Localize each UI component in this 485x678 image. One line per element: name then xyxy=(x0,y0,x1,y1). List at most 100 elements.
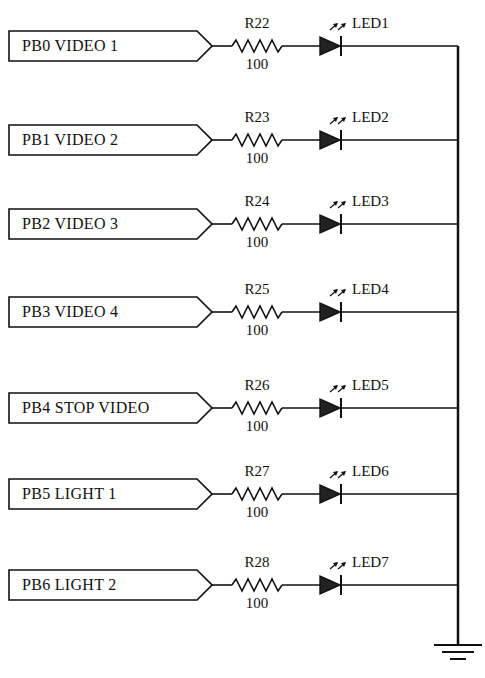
resistor-symbol xyxy=(232,579,282,591)
light-arrow xyxy=(330,290,337,296)
wire xyxy=(341,139,458,141)
light-arrow xyxy=(341,23,346,28)
port-outline xyxy=(9,125,212,155)
input-port: PB6 LIGHT 2 xyxy=(8,569,213,601)
resistor-name: R28 xyxy=(244,555,269,570)
resistor-value: 100 xyxy=(246,235,269,250)
wire xyxy=(282,493,320,495)
light-arrow xyxy=(338,290,345,296)
resistor-name: R27 xyxy=(244,464,269,479)
ground-bus xyxy=(457,46,460,645)
led-symbol xyxy=(320,215,340,233)
light-arrow xyxy=(330,563,337,569)
light-arrow xyxy=(330,118,337,124)
port-outline xyxy=(9,31,212,61)
port-label: PB1 VIDEO 2 xyxy=(8,124,213,156)
wire xyxy=(282,45,320,47)
port-outline xyxy=(9,297,212,327)
resistor-name: R25 xyxy=(244,282,269,297)
port-label: PB0 VIDEO 1 xyxy=(8,30,213,62)
led-name: LED5 xyxy=(352,378,389,393)
ground-symbol xyxy=(450,658,466,660)
light-arrow xyxy=(330,472,337,478)
led-symbol xyxy=(320,37,340,55)
light-arrow xyxy=(338,202,345,208)
led-symbol xyxy=(320,399,340,417)
led-name: LED6 xyxy=(352,464,389,479)
led-name: LED1 xyxy=(352,16,389,31)
ground-symbol xyxy=(434,644,482,646)
wire xyxy=(282,223,320,225)
resistor-symbol xyxy=(232,306,282,318)
port-label: PB4 STOP VIDEO xyxy=(8,392,213,424)
light-arrow xyxy=(338,386,345,392)
light-arrow xyxy=(341,562,346,567)
port-label: PB6 LIGHT 2 xyxy=(8,569,213,601)
input-port: PB4 STOP VIDEO xyxy=(8,392,213,424)
resistor-symbol xyxy=(232,488,282,500)
light-arrow xyxy=(333,201,338,206)
light-arrow xyxy=(333,289,338,294)
led-name: LED3 xyxy=(352,194,389,209)
light-arrow xyxy=(341,117,346,122)
resistor-symbol xyxy=(232,402,282,414)
port-label: PB3 VIDEO 4 xyxy=(8,296,213,328)
light-arrow xyxy=(341,471,346,476)
resistor-name: R26 xyxy=(244,378,269,393)
port-label: PB5 LIGHT 1 xyxy=(8,478,213,510)
light-arrow xyxy=(333,117,338,122)
light-arrow xyxy=(333,385,338,390)
resistor-name: R23 xyxy=(244,110,269,125)
resistor-value: 100 xyxy=(246,596,269,611)
input-port: PB0 VIDEO 1 xyxy=(8,30,213,62)
wire xyxy=(282,407,320,409)
port-outline xyxy=(9,479,212,509)
light-arrow xyxy=(333,23,338,28)
input-port: PB2 VIDEO 3 xyxy=(8,208,213,240)
resistor-value: 100 xyxy=(246,323,269,338)
wire xyxy=(341,311,458,313)
wire xyxy=(282,584,320,586)
resistor-name: R24 xyxy=(244,194,269,209)
port-outline xyxy=(9,393,212,423)
wire xyxy=(341,223,458,225)
input-port: PB5 LIGHT 1 xyxy=(8,478,213,510)
light-arrow xyxy=(338,472,345,478)
input-port: PB3 VIDEO 4 xyxy=(8,296,213,328)
light-arrow xyxy=(333,471,338,476)
wire xyxy=(341,584,458,586)
light-arrow xyxy=(330,202,337,208)
light-arrow xyxy=(330,24,337,30)
resistor-name: R22 xyxy=(244,16,269,31)
ground-symbol xyxy=(442,651,474,653)
resistor-symbol xyxy=(232,218,282,230)
wire xyxy=(341,493,458,495)
led-symbol xyxy=(320,485,340,503)
light-arrow xyxy=(333,562,338,567)
resistor-value: 100 xyxy=(246,57,269,72)
input-port: PB1 VIDEO 2 xyxy=(8,124,213,156)
resistor-symbol xyxy=(232,40,282,52)
light-arrow xyxy=(338,118,345,124)
led-symbol xyxy=(320,131,340,149)
light-arrow xyxy=(341,385,346,390)
light-arrow xyxy=(341,201,346,206)
port-label: PB2 VIDEO 3 xyxy=(8,208,213,240)
wire xyxy=(282,311,320,313)
light-arrow xyxy=(338,24,345,30)
light-arrow xyxy=(341,289,346,294)
resistor-value: 100 xyxy=(246,151,269,166)
wire xyxy=(282,139,320,141)
wire xyxy=(341,45,458,47)
led-name: LED2 xyxy=(352,110,389,125)
wire xyxy=(341,407,458,409)
light-arrow xyxy=(338,563,345,569)
resistor-value: 100 xyxy=(246,505,269,520)
led-name: LED4 xyxy=(352,282,389,297)
port-outline xyxy=(9,570,212,600)
resistor-symbol xyxy=(232,134,282,146)
port-outline xyxy=(9,209,212,239)
led-symbol xyxy=(320,576,340,594)
light-arrow xyxy=(330,386,337,392)
led-name: LED7 xyxy=(352,555,389,570)
